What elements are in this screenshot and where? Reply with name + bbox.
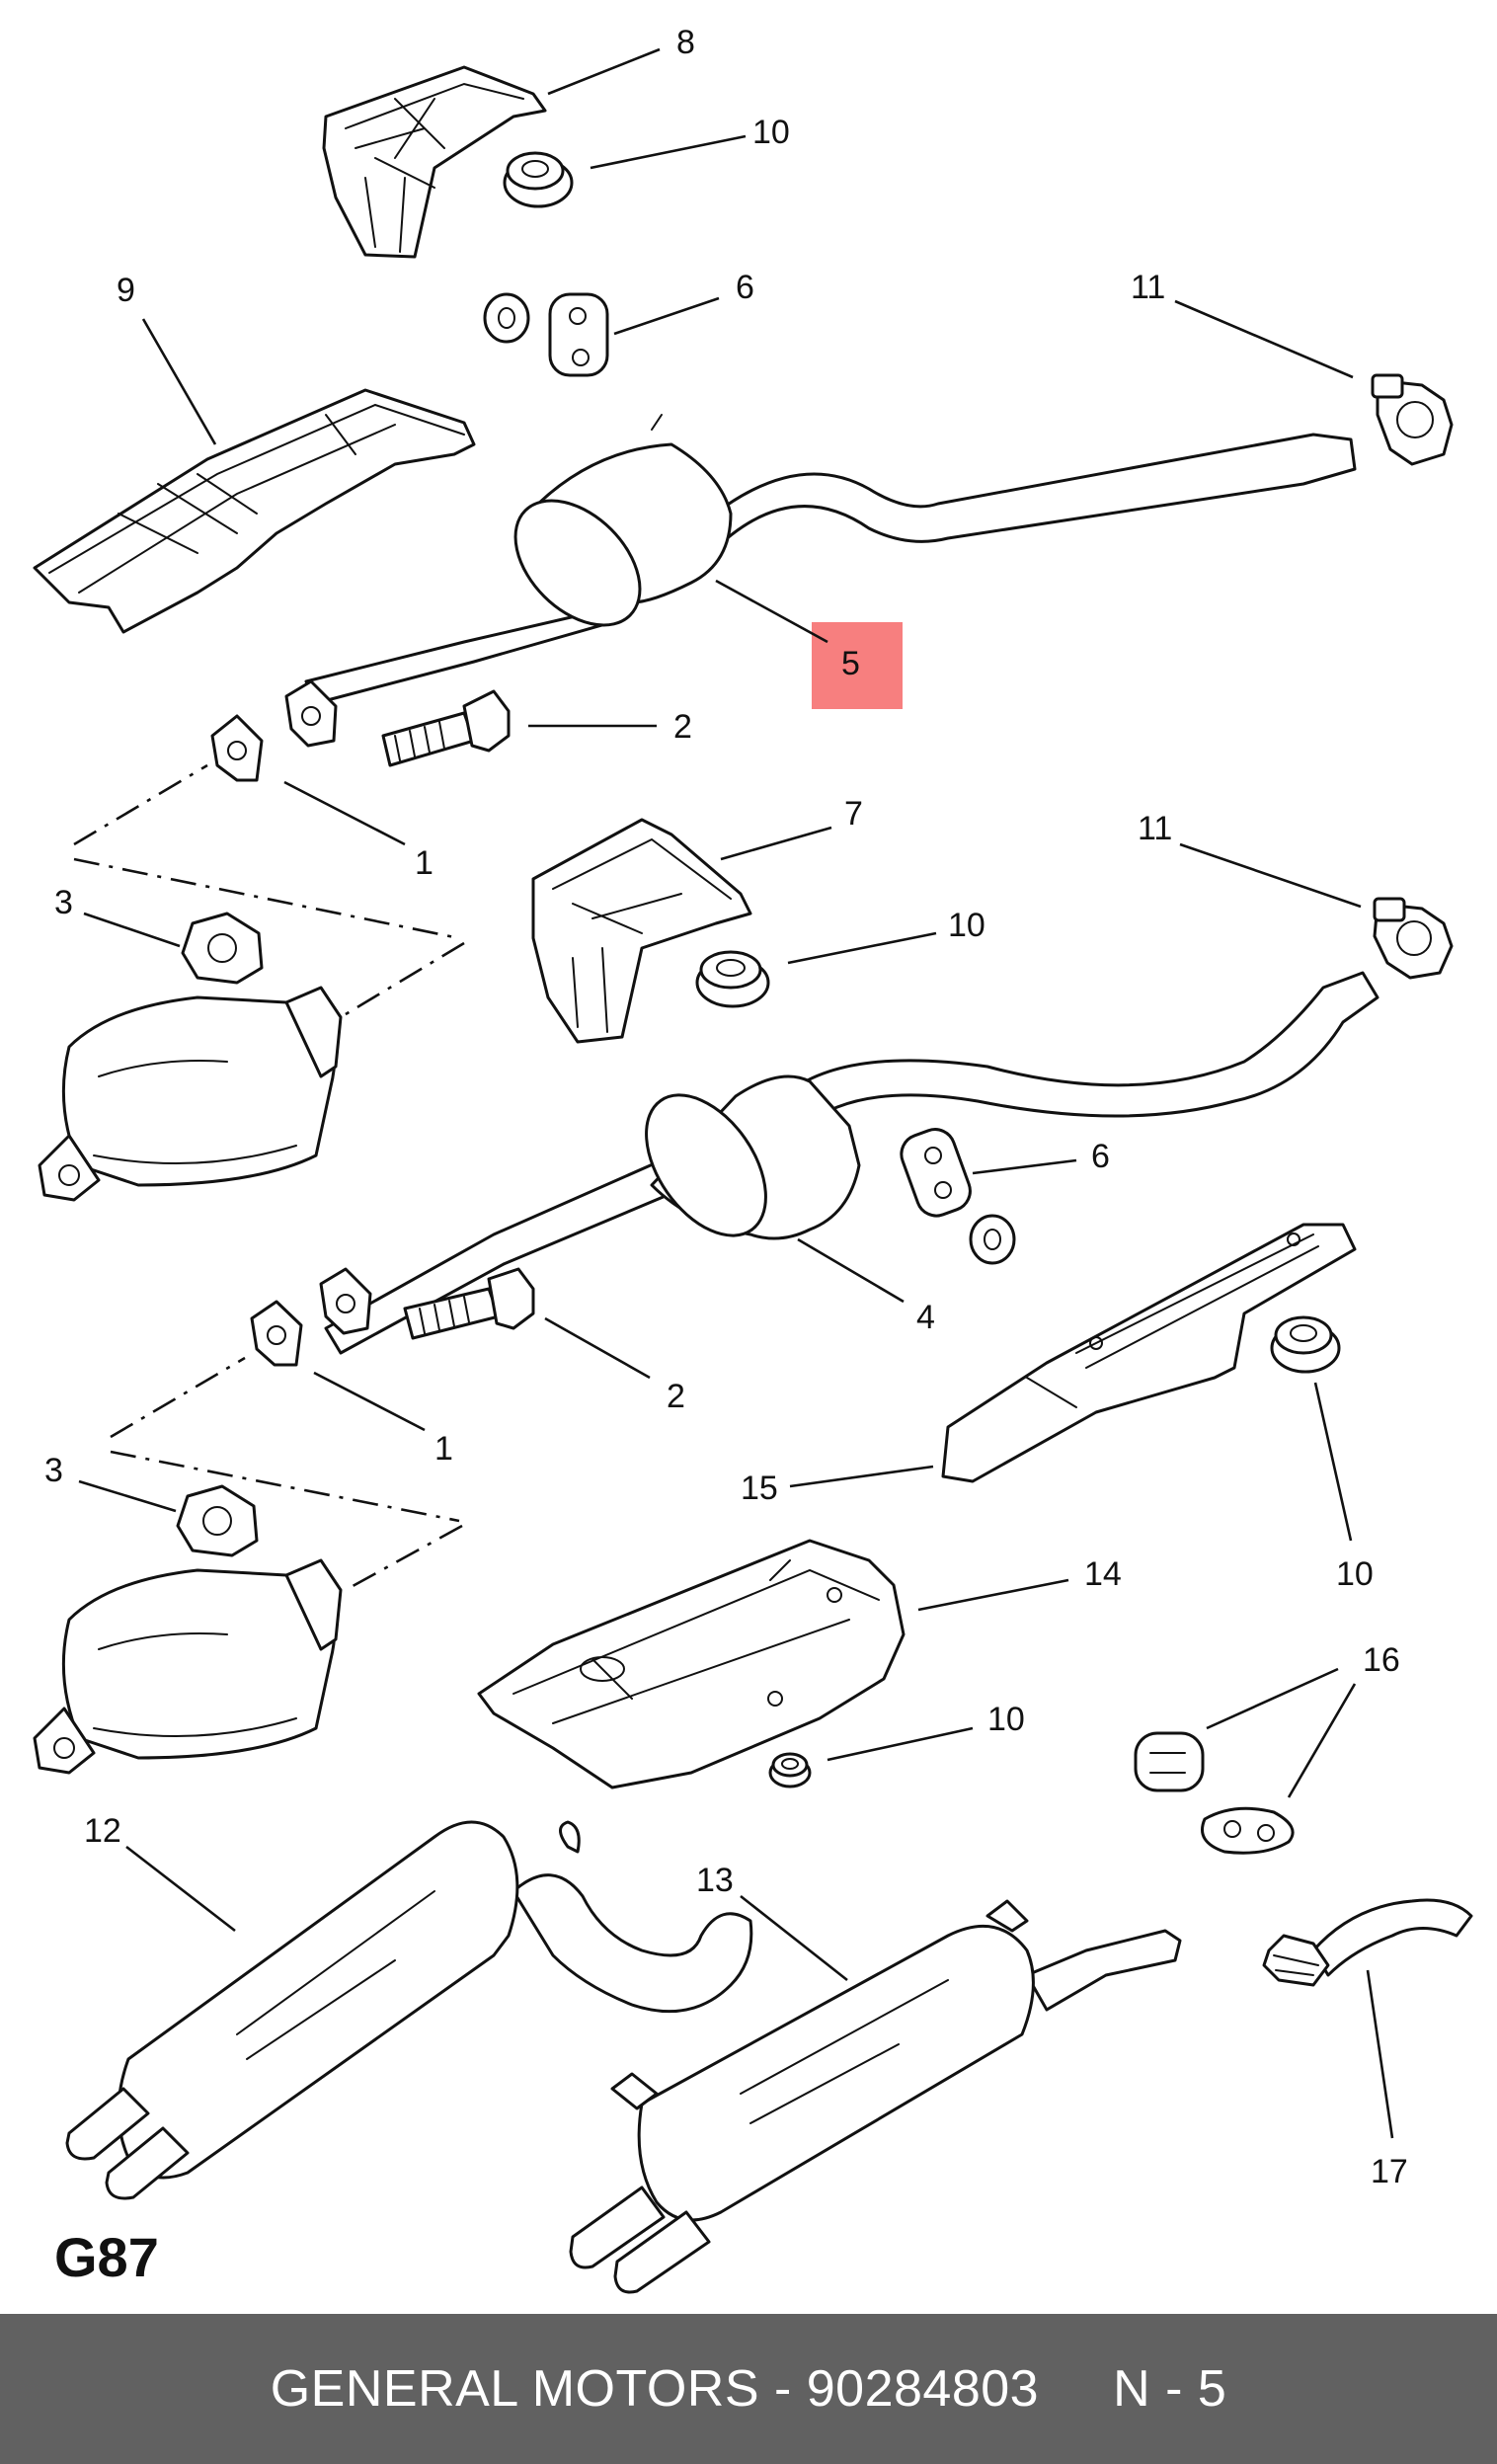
heat-shield-9 bbox=[33, 388, 476, 634]
leader-10-bottom bbox=[827, 1726, 974, 1762]
rear-muffler-12 bbox=[65, 1820, 753, 2200]
leader-4 bbox=[797, 1237, 905, 1304]
callout-17: 17 bbox=[1371, 2153, 1408, 2190]
callout-6-lower: 6 bbox=[1091, 1138, 1110, 1175]
leader-1-upper bbox=[283, 780, 406, 846]
rubber-nut-10-right bbox=[1270, 1315, 1341, 1374]
callout-8: 8 bbox=[676, 24, 695, 61]
leader-8 bbox=[547, 47, 661, 96]
callout-5: 5 bbox=[841, 645, 860, 682]
leader-16a bbox=[1206, 1667, 1339, 1730]
rubber-nut-10-upper bbox=[503, 151, 574, 208]
rear-muffler-13 bbox=[569, 1899, 1182, 2294]
heat-shield-15 bbox=[941, 1223, 1357, 1483]
exhaust-system-diagram: 8 10 9 6 5 11 bbox=[33, 24, 1473, 2294]
footer-separator: - bbox=[759, 2360, 807, 2418]
leader-10-right bbox=[1313, 1382, 1353, 1542]
bracket-7 bbox=[531, 818, 752, 1044]
callout-11-upper: 11 bbox=[1131, 269, 1165, 306]
leader-3-lower bbox=[78, 1479, 177, 1513]
leader-16b bbox=[1287, 1683, 1357, 1798]
leader-6-upper bbox=[613, 296, 720, 336]
catalytic-converter-lower bbox=[33, 1558, 343, 1775]
leader-5 bbox=[715, 579, 828, 644]
rubber-nut-10-lower bbox=[695, 950, 770, 1008]
leader-15 bbox=[789, 1465, 934, 1488]
leader-11-lower bbox=[1179, 842, 1362, 909]
callout-3-lower: 3 bbox=[44, 1452, 63, 1489]
footer-part-number: 90284803 bbox=[806, 2360, 1040, 2418]
gasket-1-upper bbox=[210, 679, 338, 782]
rubber-nut-10-bottom bbox=[768, 1752, 812, 1788]
callout-4: 4 bbox=[916, 1299, 935, 1336]
clamp-11-lower bbox=[1373, 897, 1454, 980]
footer-reference: N - 5 bbox=[1113, 2360, 1227, 2418]
leader-2-lower bbox=[544, 1316, 651, 1380]
callout-2-lower: 2 bbox=[667, 1378, 685, 1415]
leader-9 bbox=[141, 318, 217, 445]
callout-10-right: 10 bbox=[1336, 1555, 1374, 1593]
leader-10-upper bbox=[590, 134, 747, 170]
callout-6-upper: 6 bbox=[736, 269, 754, 306]
leader-11-upper bbox=[1174, 299, 1354, 379]
leader-7 bbox=[720, 826, 832, 861]
leader-1-lower bbox=[313, 1371, 426, 1432]
highlight-callout-5 bbox=[812, 622, 903, 709]
callout-2-upper: 2 bbox=[673, 708, 692, 746]
leader-17 bbox=[1366, 1969, 1394, 2139]
bolt-2-lower bbox=[403, 1267, 535, 1340]
sheet-code: G87 bbox=[54, 2226, 159, 2288]
rubber-mount-16 bbox=[1134, 1731, 1295, 1855]
heat-shield-14 bbox=[477, 1539, 906, 1789]
footer-brand: GENERAL MOTORS bbox=[270, 2360, 760, 2418]
clamp-11-upper bbox=[1371, 373, 1454, 466]
leader-6-lower bbox=[972, 1158, 1077, 1175]
callout-11-lower: 11 bbox=[1138, 810, 1172, 847]
nut-3-lower bbox=[176, 1484, 259, 1557]
center-silencer-5 bbox=[304, 414, 1357, 705]
callout-7: 7 bbox=[844, 795, 863, 833]
callout-1-lower: 1 bbox=[434, 1430, 453, 1468]
leader-3-upper bbox=[83, 912, 181, 948]
callout-16: 16 bbox=[1363, 1641, 1400, 1679]
callout-13: 13 bbox=[696, 1862, 734, 1899]
callout-1-upper: 1 bbox=[415, 844, 433, 882]
callout-15: 15 bbox=[741, 1470, 778, 1507]
callout-10-bottom: 10 bbox=[987, 1701, 1025, 1738]
gasket-1-lower bbox=[250, 1267, 372, 1367]
hanger-6-upper bbox=[483, 292, 609, 377]
bracket-8 bbox=[322, 65, 547, 259]
catalytic-converter-upper bbox=[38, 986, 343, 1202]
leader-12 bbox=[125, 1845, 236, 1933]
tailpipe-17 bbox=[1262, 1898, 1473, 1987]
callout-9: 9 bbox=[117, 272, 135, 309]
leader-13 bbox=[740, 1894, 848, 1982]
footer-bar: GENERAL MOTORS - 90284803 N - 5 bbox=[0, 2314, 1497, 2464]
callout-10-upper: 10 bbox=[752, 114, 790, 151]
bolt-2-upper bbox=[381, 689, 511, 767]
leader-14 bbox=[917, 1578, 1069, 1612]
callout-10-lower: 10 bbox=[948, 907, 985, 944]
callout-3-upper: 3 bbox=[54, 884, 73, 921]
callout-12: 12 bbox=[84, 1812, 121, 1850]
hanger-6-lower bbox=[900, 1128, 1016, 1265]
nut-3-upper bbox=[181, 912, 264, 985]
callout-14: 14 bbox=[1084, 1555, 1122, 1593]
leader-10-lower bbox=[787, 931, 937, 965]
